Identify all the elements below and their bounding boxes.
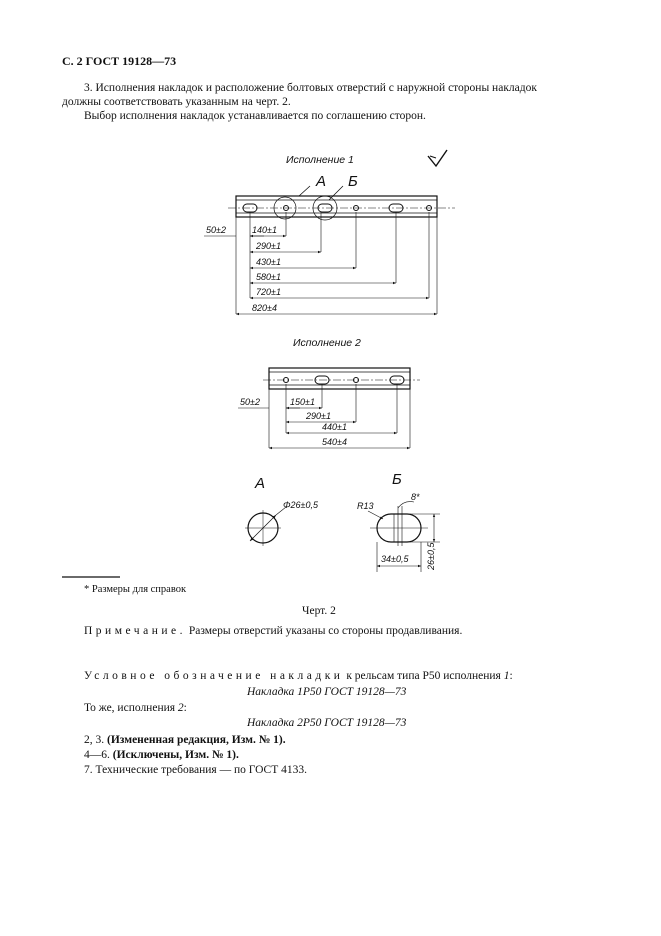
v1-dim-820: 820±4 xyxy=(252,303,277,313)
figure-caption: Черт. 2 xyxy=(302,605,336,617)
designation-example-1: Накладка 1Р50 ГОСТ 19128—73 xyxy=(247,686,407,698)
detail-a-diameter: Φ26±0,5 xyxy=(283,500,319,510)
amend-2-text: (Исключены, Изм. № 1). xyxy=(112,749,239,761)
same-colon: : xyxy=(183,702,187,714)
roughness-check-icon xyxy=(427,149,448,168)
v1-callout-a: А xyxy=(315,173,326,190)
version-2-drawing: Исполнение 2 50±2 150±1 290±1 440±1 540±… xyxy=(238,337,420,450)
v2-dim-540: 540±4 xyxy=(322,437,347,447)
detail-b-radius: R13 xyxy=(357,501,374,511)
v2-dim-290: 290±1 xyxy=(305,411,331,421)
detail-b: Б R13 8* 34±0,5 26±0,5 xyxy=(357,471,440,572)
v2-dim-50: 50±2 xyxy=(240,397,260,407)
version-1-drawing: Исполнение 1 А Б xyxy=(204,149,455,316)
page-header: С. 2 ГОСТ 19128—73 xyxy=(62,54,177,68)
note-label: Примечание. xyxy=(84,625,186,637)
detail-b-width: 34±0,5 xyxy=(381,554,409,564)
detail-a-label: А xyxy=(254,475,265,492)
same-num-2: 2 xyxy=(177,702,184,714)
detail-b-height: 26±0,5 xyxy=(426,542,436,571)
detail-b-angle: 8* xyxy=(411,492,420,502)
detail-a: А Φ26±0,5 xyxy=(245,475,319,546)
amend-line-3: 7. Технические требования — по ГОСТ 4133… xyxy=(84,764,307,776)
v1-hole-3 xyxy=(426,205,432,211)
same-line: То же, исполнения 2: xyxy=(84,701,187,716)
amend-1-text: (Измененная редакция, Изм. № 1). xyxy=(107,734,286,746)
v1-hole-1 xyxy=(283,205,289,211)
v1-callout-b: Б xyxy=(348,173,358,190)
designation-line: Условное обозначение накладки к рельсам … xyxy=(84,669,513,684)
v2-title: Исполнение 2 xyxy=(293,337,361,349)
clause-3-line-1: 3. Исполнения накладок и расположение бо… xyxy=(84,82,537,94)
v2-hole-1 xyxy=(283,377,289,383)
designation-colon: : xyxy=(509,670,513,682)
amend-1-num: 2, 3. xyxy=(84,734,107,746)
designation-tail: к рельсам типа Р50 исполнения xyxy=(346,670,504,682)
note: Примечание. Размеры отверстий указаны со… xyxy=(84,624,462,639)
v1-dim-290: 290±1 xyxy=(255,241,281,251)
designation-example-2: Накладка 2Р50 ГОСТ 19128—73 xyxy=(247,717,407,729)
v1-dim-140: 140±1 xyxy=(252,225,277,235)
amend-line-1: 2, 3. (Измененная редакция, Изм. № 1). xyxy=(84,733,286,748)
footnote: * Размеры для справок xyxy=(84,584,187,595)
designation-spaced: Условное обозначение накладки xyxy=(84,670,344,682)
v1-dim-720: 720±1 xyxy=(256,287,281,297)
v2-dim-150: 150±1 xyxy=(290,397,315,407)
v1-hole-2 xyxy=(353,205,359,211)
detail-b-label: Б xyxy=(392,471,402,488)
note-text: Размеры отверстий указаны со стороны про… xyxy=(188,625,463,637)
v2-hole-2 xyxy=(353,377,359,383)
v1-title: Исполнение 1 xyxy=(286,154,354,166)
v1-bar xyxy=(235,195,438,218)
v2-bar xyxy=(268,367,411,390)
amend-line-2: 4—6. (Исключены, Изм. № 1). xyxy=(84,748,239,763)
v1-dim-50: 50±2 xyxy=(206,225,226,235)
v1-dim-430: 430±1 xyxy=(256,257,281,267)
clause-3-line-3: Выбор исполнения накладок устанавливаетс… xyxy=(84,110,426,122)
v1-slot-2 xyxy=(317,203,333,213)
v1-dim-580: 580±1 xyxy=(256,272,281,282)
clause-3-line-2: должны соответствовать указанным на черт… xyxy=(62,96,291,108)
same-text: То же, исполнения xyxy=(84,702,178,714)
amend-2-num: 4—6. xyxy=(84,749,113,761)
designation-num-1: 1 xyxy=(503,670,510,682)
v2-dim-440: 440±1 xyxy=(322,422,347,432)
